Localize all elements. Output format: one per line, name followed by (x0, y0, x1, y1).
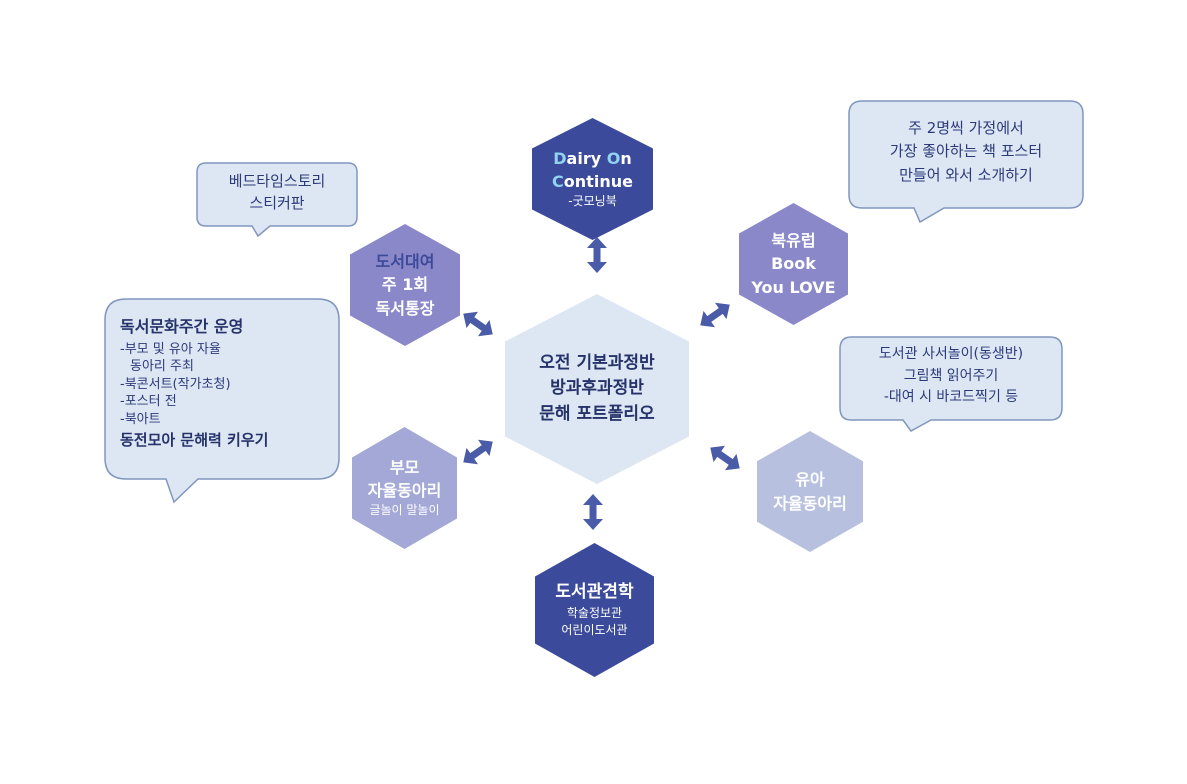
continue-rest: ontinue (563, 171, 633, 191)
callout-poster: 주 2명씩 가정에서 가장 좋아하는 책 포스터 만들어 와서 소개하기 (848, 100, 1084, 224)
rental-line-3: 독서통장 (375, 298, 435, 318)
hex-dairy-on-continue: Dairy On Continue -굿모닝북 (532, 118, 653, 240)
callout-culture-week: 독서문화주간 운영 -부모 및 유아 자율 동아리 주최 -북콘서트(작가초청)… (104, 298, 340, 504)
culture-item-1: -부모 및 유아 자율 (120, 341, 221, 357)
poster-line-3: 만들어 와서 소개하기 (899, 165, 1033, 184)
arrow-top-right-icon (700, 302, 730, 328)
nordic-line-2: Book (771, 254, 816, 274)
center-hexagon: 오전 기본과정반 방과후과정반 문해 포트폴리오 (505, 294, 689, 484)
nordic-line-1: 북유럽 (771, 231, 816, 251)
dairy-accent-o: O (606, 149, 621, 169)
library-line-2: 그림책 읽어주기 (903, 367, 999, 384)
dairy-sub: -굿모닝북 (568, 193, 617, 208)
culture-item-3: -북콘서트(작가초청) (120, 376, 231, 392)
center-line-2: 방과후과정반 (550, 378, 644, 399)
visit-title: 도서관견학 (555, 582, 634, 603)
center-line-1: 오전 기본과정반 (539, 352, 655, 373)
child-line-1: 유아 (795, 469, 825, 489)
culture-footer: 동전모아 문해력 키우기 (120, 431, 269, 450)
center-line-3: 문해 포트폴리오 (539, 403, 655, 424)
arrow-top (587, 237, 607, 277)
child-line-2: 자율동아리 (773, 493, 847, 513)
hex-bottom-right-shape (757, 431, 863, 552)
poster-line-1: 주 2명씩 가정에서 (908, 119, 1024, 137)
parent-sub: 글놀이 말놀이 (369, 503, 440, 518)
hex-top-shape (532, 118, 653, 240)
hex-bottom-left-shape (352, 427, 457, 549)
arrow-top-right (697, 299, 733, 335)
rental-line-1: 도서대여 (375, 252, 435, 272)
culture-item-5: -북아트 (120, 411, 161, 427)
hex-book-rental: 도서대여 주 1회 독서통장 (350, 224, 460, 346)
dairy-rest: airy (566, 149, 607, 169)
arrow-top-left-icon (463, 311, 493, 337)
library-line-3: -대여 시 바코드찍기 등 (883, 389, 1019, 406)
callout-library-play: 도서관 사서놀이(동생반) 그림책 읽어주기 -대여 시 바코드찍기 등 (839, 336, 1063, 432)
hex-bottom-shape (535, 543, 654, 677)
hex-library-visit: 도서관견학 학술정보관 어린이도서관 (535, 543, 654, 677)
arrow-bottom-left-icon (463, 439, 493, 465)
poster-line-2: 가장 좋아하는 책 포스터 (889, 142, 1043, 161)
parent-line-1: 부모 (389, 458, 420, 478)
nordic-line-3: You LOVE (751, 277, 836, 297)
dairy-accent-d: D (553, 149, 567, 169)
visit-sub-1: 학술정보관 (566, 605, 623, 620)
arrow-bottom-icon (583, 494, 603, 530)
arrow-bottom (583, 494, 603, 534)
callout-library-shape (839, 336, 1063, 432)
arrow-bottom-right-icon (710, 445, 740, 471)
dairy-rest-2: n (620, 149, 632, 169)
arrow-top-left (460, 308, 496, 344)
rental-line-2: 주 1회 (381, 275, 429, 295)
hex-top-right-shape (739, 203, 848, 325)
arrow-bottom-left (460, 436, 496, 472)
arrow-top-icon (587, 237, 607, 273)
hex-parent-club: 부모 자율동아리 글놀이 말놀이 (352, 427, 457, 549)
hex-top-left-shape (350, 224, 460, 346)
center-hexagon-shape (505, 294, 689, 484)
library-line-1: 도서관 사서놀이(동생반) (878, 346, 1024, 362)
culture-title: 독서문화주간 운영 (120, 317, 244, 336)
hex-nordic-book: 북유럽 Book You LOVE (739, 203, 848, 325)
hex-child-club: 유아 자율동아리 (757, 431, 863, 552)
culture-item-2: 동아리 주최 (130, 359, 194, 375)
continue-accent-c: C (552, 171, 564, 191)
callout-culture-shape (104, 298, 340, 504)
callout-poster-shape (848, 100, 1084, 224)
callout-bedtime-shape (196, 162, 358, 238)
bedtime-line-1: 베드타임스토리 (228, 172, 326, 190)
parent-line-2: 자율동아리 (367, 481, 442, 501)
arrow-bottom-right (707, 442, 743, 478)
visit-sub-2: 어린이도서관 (561, 623, 628, 638)
culture-item-4: -포스터 전 (120, 394, 177, 410)
callout-bedtime-story: 베드타임스토리 스티커판 (196, 162, 358, 238)
bedtime-line-2: 스티커판 (249, 193, 305, 212)
